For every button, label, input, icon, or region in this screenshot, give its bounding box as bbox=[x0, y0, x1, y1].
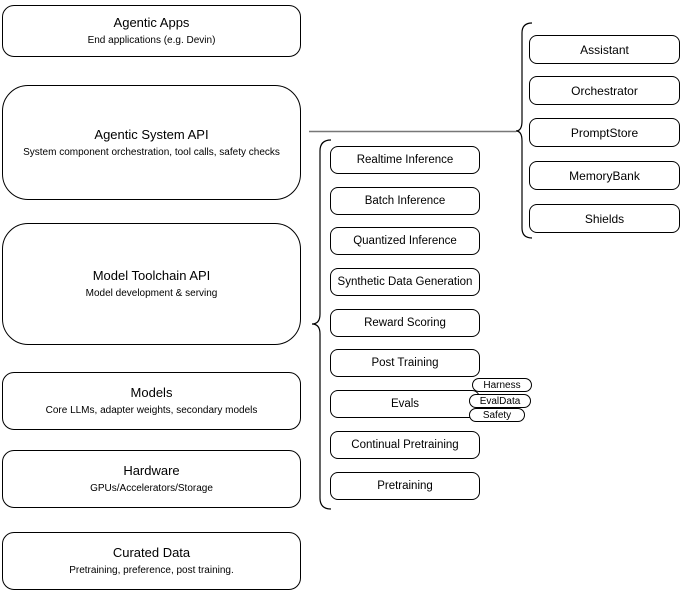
toolchain-brace bbox=[311, 139, 332, 510]
layer-subtitle: GPUs/Accelerators/Storage bbox=[90, 483, 213, 494]
evals-tag-label: EvalData bbox=[479, 395, 521, 407]
toolchain-item-quantized-inference: Quantized Inference bbox=[330, 227, 480, 255]
toolchain-item-reward-scoring: Reward Scoring bbox=[330, 309, 480, 337]
component-promptstore: PromptStore bbox=[529, 118, 680, 147]
evals-tag-safety: Safety bbox=[469, 408, 525, 422]
component-label: Orchestrator bbox=[571, 83, 638, 98]
evals-tag-label: Harness bbox=[483, 379, 521, 391]
layer-title: Models bbox=[130, 385, 173, 400]
toolchain-item-label: Synthetic Data Generation bbox=[337, 276, 473, 288]
toolchain-item-batch-inference: Batch Inference bbox=[330, 187, 480, 215]
component-label: PromptStore bbox=[570, 125, 639, 140]
toolchain-item-label: Continual Pretraining bbox=[351, 439, 459, 451]
toolchain-item-synthetic-data-generation: Synthetic Data Generation bbox=[330, 268, 480, 296]
toolchain-item-label: Batch Inference bbox=[364, 195, 446, 207]
layer-title: Agentic System API bbox=[94, 126, 209, 142]
evals-tag-harness: Harness bbox=[472, 378, 532, 392]
toolchain-item-post-training: Post Training bbox=[330, 349, 480, 377]
layer-subtitle: Core LLMs, adapter weights, secondary mo… bbox=[45, 405, 258, 416]
toolchain-item-label: Evals bbox=[390, 398, 420, 410]
toolchain-item-label: Reward Scoring bbox=[364, 317, 446, 329]
component-memorybank: MemoryBank bbox=[529, 161, 680, 190]
layer-subtitle: Pretraining, preference, post training. bbox=[69, 565, 234, 576]
toolchain-item-label: Post Training bbox=[371, 357, 439, 369]
component-assistant: Assistant bbox=[529, 35, 680, 64]
toolchain-item-pretraining: Pretraining bbox=[330, 472, 480, 500]
evals-tag-label: Safety bbox=[482, 409, 512, 421]
layer-agentic-apps: Agentic Apps End applications (e.g. Devi… bbox=[2, 5, 301, 57]
layer-title: Curated Data bbox=[112, 545, 191, 560]
layer-subtitle: Model development & serving bbox=[85, 288, 218, 299]
layer-models: Models Core LLMs, adapter weights, secon… bbox=[2, 372, 301, 430]
layer-title: Model Toolchain API bbox=[92, 268, 211, 283]
layer-title: Hardware bbox=[123, 463, 180, 478]
toolchain-item-label: Quantized Inference bbox=[353, 235, 457, 247]
layer-agentic-system-api: Agentic System API System component orch… bbox=[2, 85, 301, 200]
layer-curated-data: Curated Data Pretraining, preference, po… bbox=[2, 532, 301, 590]
component-shields: Shields bbox=[529, 204, 680, 233]
layer-subtitle: System component orchestration, tool cal… bbox=[23, 146, 280, 158]
layer-subtitle: End applications (e.g. Devin) bbox=[87, 35, 216, 46]
evals-tag-evaldata: EvalData bbox=[469, 394, 531, 408]
component-label: MemoryBank bbox=[569, 168, 640, 183]
component-label: Assistant bbox=[580, 42, 629, 57]
layer-title: Agentic Apps bbox=[113, 15, 190, 30]
toolchain-item-continual-pretraining: Continual Pretraining bbox=[330, 431, 480, 459]
toolchain-item-label: Pretraining bbox=[377, 480, 433, 492]
toolchain-item-evals: Evals bbox=[330, 390, 480, 418]
layer-hardware: Hardware GPUs/Accelerators/Storage bbox=[2, 450, 301, 508]
toolchain-item-label: Realtime Inference bbox=[356, 154, 454, 166]
component-label: Shields bbox=[584, 211, 625, 226]
component-orchestrator: Orchestrator bbox=[529, 76, 680, 105]
toolchain-item-realtime-inference: Realtime Inference bbox=[330, 146, 480, 174]
layer-model-toolchain-api: Model Toolchain API Model development & … bbox=[2, 223, 301, 345]
